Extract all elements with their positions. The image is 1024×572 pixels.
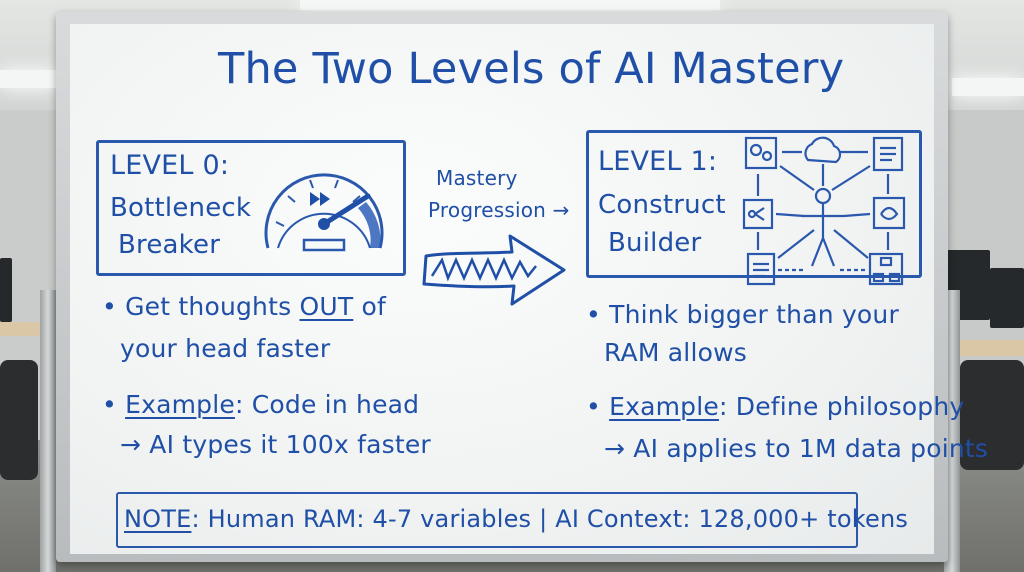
office-chair [960,360,1024,470]
left-bullet-1-post: of [353,292,386,321]
board-title: The Two Levels of AI Mastery [218,44,845,94]
ceiling-light [300,0,720,10]
level0-name-line2: Breaker [118,230,221,260]
right-bullet-1-line2: RAM allows [604,338,747,367]
left-bullet-1-emphasis: OUT [299,292,354,321]
progression-label-line1: Mastery [436,166,518,190]
left-bullet-1-line1: • Get thoughts OUT of [102,292,386,321]
right-bullet-2-line1: • Example: Define philosophy [586,392,965,421]
right-bullet-2-emphasis: Example [609,392,719,421]
ceiling-light [0,70,58,88]
level0-name-line1: Bottleneck [110,193,252,223]
right-bullet-1-line1: • Think bigger than your [586,300,899,329]
level1-name-line1: Construct [598,190,726,220]
left-bullet-1-pre: • Get thoughts [102,292,300,321]
progression-label-line2: Progression → [428,198,570,222]
board-stand-right [944,290,960,572]
left-bullet-2-line2: → AI types it 100x faster [120,430,431,459]
monitor [990,268,1024,328]
left-bullet-2-post: : Code in head [234,390,420,419]
note-box [116,492,858,548]
system-network-icon [742,136,906,286]
office-chair [0,360,38,480]
desk [958,340,1024,356]
desk [0,322,44,336]
level1-name-line2: Builder [608,228,702,258]
left-bullet-1-line2: your head faster [120,334,331,363]
whiteboard [70,24,934,554]
note-label: NOTE [124,505,192,533]
speedometer-icon [264,173,384,252]
ceiling-light [952,78,1024,96]
arrow-right-icon [422,234,566,306]
right-bullet-2-line2: → AI applies to 1M data points [604,434,989,463]
note: NOTE: Human RAM: 4-7 variables | AI Cont… [124,505,908,533]
left-bullet-2-emphasis: Example [125,390,235,419]
level1-heading: LEVEL 1: [598,146,718,177]
board-stand-left [40,290,56,572]
monitor [0,258,12,322]
note-text: : Human RAM: 4-7 variables | AI Context:… [191,505,909,533]
right-bullet-2-post: : Define philosophy [718,392,965,421]
level0-box [96,140,406,276]
level0-heading: LEVEL 0: [110,150,230,181]
left-bullet-2-line1: • Example: Code in head [102,390,420,419]
